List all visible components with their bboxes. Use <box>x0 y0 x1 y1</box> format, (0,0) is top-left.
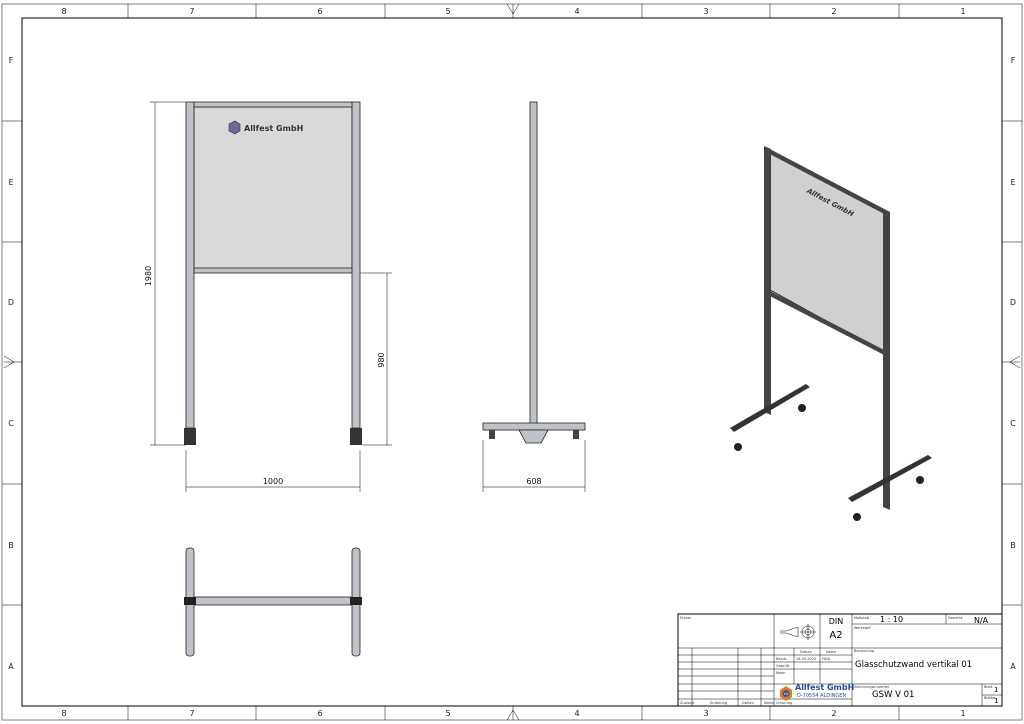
row-label: F <box>1011 56 1016 65</box>
row-label: A <box>1010 662 1016 671</box>
drawing-name: Glasschutzwand vertikal 01 <box>855 660 972 670</box>
column-label: 3 <box>703 7 708 16</box>
panel-logo-text: Allfest GmbH <box>244 124 303 133</box>
column-label: 4 <box>574 7 579 16</box>
column-label: 5 <box>445 709 450 718</box>
norm-label: Norm <box>776 671 786 675</box>
ersatz-label: Ersatz <box>680 616 691 620</box>
depth-dimension: 608 <box>526 477 541 486</box>
column-label: 1 <box>960 7 965 16</box>
drawing-no-label: Zeichnungsnummer <box>854 685 890 689</box>
row-label: D <box>8 298 14 307</box>
scale-label: Maßstab <box>854 616 870 620</box>
lower-height-dimension: 980 <box>377 352 386 367</box>
column-label: 2 <box>831 709 836 718</box>
row-label: B <box>1010 541 1016 550</box>
row-label: A <box>8 662 14 671</box>
row-label: E <box>8 178 13 187</box>
change-label: Änderung <box>710 700 727 705</box>
material-label: Werkstoff <box>854 626 871 630</box>
name-header: Name <box>826 650 836 654</box>
gepr-label: Geprüft <box>776 664 790 668</box>
height-dimension: 1980 <box>144 266 153 286</box>
weight-label: Gewicht <box>948 616 963 620</box>
change-name-label: Name <box>764 701 774 705</box>
front-view: Allfest GmbH 1980 980 1000 <box>144 101 392 492</box>
column-label: 8 <box>61 709 66 718</box>
drawing-number: GSW V 01 <box>872 690 914 700</box>
row-label: E <box>1010 178 1015 187</box>
date-header: Datum <box>800 650 812 654</box>
origin-label: Ursprung <box>776 701 792 705</box>
company-name: Allfest GmbH <box>795 683 854 692</box>
sheet-value: 1 <box>994 686 998 694</box>
column-label: 6 <box>317 7 322 16</box>
sheets-label: Blätter <box>984 696 996 700</box>
isometric-view: Allfest GmbH <box>730 146 932 521</box>
name-label: Benennung <box>854 649 874 653</box>
column-label: 1 <box>960 709 965 718</box>
width-dimension: 1000 <box>263 477 283 486</box>
top-view <box>184 547 362 657</box>
bearb-name: FIDA <box>822 657 831 661</box>
format-norm: DIN <box>829 617 844 626</box>
logo-text: FH <box>784 692 788 696</box>
column-label: 2 <box>831 7 836 16</box>
centering-marks <box>3 3 1021 721</box>
row-label: C <box>8 419 14 428</box>
drawing-frame: 8 7 6 5 4 3 2 1 8 7 6 5 4 3 2 1 F E D C … <box>1 3 1023 721</box>
panel-logo: Allfest GmbH <box>228 120 303 135</box>
bearb-label: Bearb. <box>776 657 787 661</box>
status-label: Zustand <box>680 701 694 705</box>
column-label: 7 <box>189 709 194 718</box>
change-date-label: Datum <box>742 701 754 705</box>
row-label: F <box>9 56 14 65</box>
sheets-value: 1 <box>994 697 998 705</box>
projection-symbol-icon <box>780 624 816 640</box>
column-label: 4 <box>574 709 579 718</box>
row-label: D <box>1010 298 1016 307</box>
scale-value: 1 : 10 <box>880 615 903 624</box>
side-view: 608 <box>482 101 586 492</box>
bearb-date: 16.03.2020 <box>796 657 816 661</box>
column-label: 6 <box>317 709 322 718</box>
column-label: 5 <box>445 7 450 16</box>
row-label: C <box>1010 419 1016 428</box>
column-label: 8 <box>61 7 66 16</box>
sheet-label: Blatt <box>984 685 993 689</box>
row-label: B <box>8 541 14 550</box>
title-block: Ersatz Maßstab Gewicht Werkstoff Benennu… <box>677 613 1003 707</box>
company-address: D-70554 ALDINGEN <box>797 693 846 699</box>
format: A2 <box>829 630 842 641</box>
weight-value: N/A <box>974 616 989 625</box>
company-logo: FH <box>780 686 792 701</box>
column-label: 7 <box>189 7 194 16</box>
column-label: 3 <box>703 709 708 718</box>
